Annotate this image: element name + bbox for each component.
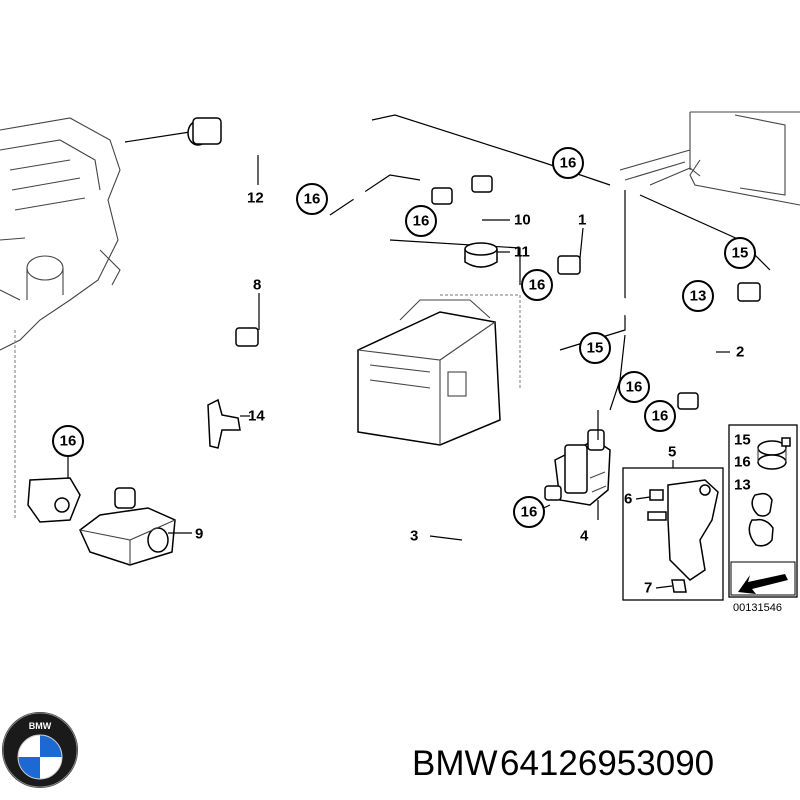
part-label-10: 10 (514, 212, 531, 229)
part-label-8: 8 (253, 277, 261, 294)
hose-8 (63, 118, 382, 487)
part-label-12: 12 (247, 190, 264, 207)
hose-3 (451, 353, 585, 555)
part-label-7: 7 (644, 580, 652, 597)
svg-text:15: 15 (587, 340, 604, 357)
svg-text:13: 13 (690, 288, 707, 305)
brand-name: BMW (412, 744, 498, 783)
svg-text:16: 16 (521, 504, 538, 521)
part-label-14: 14 (248, 408, 265, 425)
hose-10 (431, 153, 507, 219)
clip-legend-box (728, 424, 798, 598)
bmw-logo: BMW (2, 712, 78, 788)
heater-core-sketch (619, 111, 800, 206)
legend-label-15: 15 (734, 432, 751, 449)
svg-text:16: 16 (60, 433, 77, 450)
hoses (63, 116, 761, 555)
bracket-inset (622, 467, 724, 601)
hose-2 (677, 282, 761, 410)
callout-16-h: 16 (513, 496, 545, 528)
bracket-14 (207, 398, 241, 449)
callout-16-c: 16 (552, 147, 584, 179)
hose-12 (187, 116, 304, 187)
svg-text:16: 16 (652, 408, 669, 425)
valve-4 (544, 429, 611, 506)
part-label-11: 11 (514, 244, 530, 261)
part-label-2: 2 (736, 344, 744, 361)
svg-text:16: 16 (626, 379, 643, 396)
callout-16-g: 16 (644, 400, 676, 432)
part-label-5: 5 (668, 444, 676, 461)
part-label-6: 6 (624, 491, 632, 508)
callout-16-e: 16 (52, 425, 84, 457)
pump-fitting (27, 477, 81, 523)
svg-text:16: 16 (413, 213, 430, 230)
svg-text:16: 16 (304, 191, 321, 208)
seal-ring-11 (464, 242, 498, 268)
callout-16-d: 16 (521, 269, 553, 301)
auxiliary-heater-sketch (357, 294, 521, 446)
svg-text:15: 15 (732, 245, 749, 262)
legend-label-16: 16 (734, 454, 751, 471)
pump-9 (79, 487, 176, 566)
part-number: 64126953090 (500, 744, 714, 783)
callout-16-f: 16 (618, 371, 650, 403)
part-label-4: 4 (580, 528, 589, 545)
bmw-logo-letters: BMW (29, 721, 52, 731)
part-label-1: 1 (578, 212, 586, 229)
part-label-3: 3 (410, 528, 418, 545)
svg-text:16: 16 (560, 155, 577, 172)
callout-16-b: 16 (405, 205, 437, 237)
callout-13: 13 (682, 280, 714, 312)
hose-1 (557, 255, 679, 385)
part-label-9: 9 (195, 526, 203, 543)
engine-block-sketch (0, 117, 121, 520)
diagram-reference-code: 00131546 (733, 602, 782, 614)
callout-15-b: 15 (579, 332, 611, 364)
callout-15-a: 15 (724, 237, 756, 269)
callout-16-a: 16 (296, 183, 328, 215)
svg-text:16: 16 (529, 277, 546, 294)
legend-label-13: 13 (734, 477, 751, 494)
